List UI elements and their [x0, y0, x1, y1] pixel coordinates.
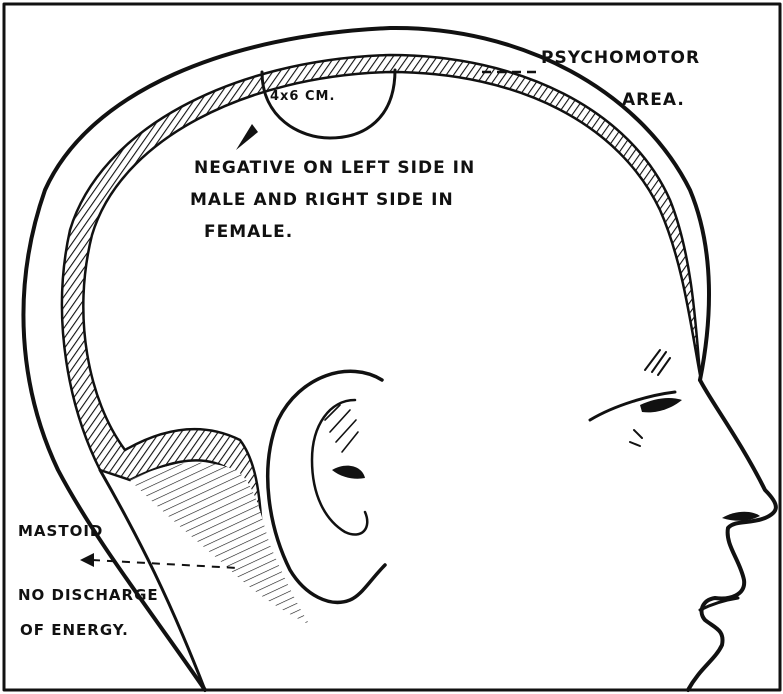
eye — [640, 398, 682, 412]
negative-note-line1: NEGATIVE ON LEFT SIDE IN — [194, 160, 475, 177]
psychomotor-label-area: AREA. — [622, 92, 685, 109]
ear-canal — [332, 466, 365, 479]
mastoid-arrow — [80, 553, 94, 567]
skull-band — [62, 55, 700, 535]
ear-hatch — [325, 405, 358, 452]
face-profile — [688, 380, 776, 690]
no-discharge-label-line2: OF ENERGY. — [20, 623, 129, 638]
area-pointer-arrow — [236, 124, 258, 150]
negative-note-line3: FEMALE. — [204, 224, 293, 241]
mastoid-label: MASTOID — [18, 524, 103, 539]
negative-note-line2: MALE AND RIGHT SIDE IN — [190, 192, 454, 209]
ear-outer — [268, 371, 385, 602]
area-size-label: 4x6 CM. — [270, 90, 335, 103]
psychomotor-label: PSYCHOMOTOR — [541, 50, 700, 67]
no-discharge-label-line1: NO DISCHARGE — [18, 588, 159, 603]
